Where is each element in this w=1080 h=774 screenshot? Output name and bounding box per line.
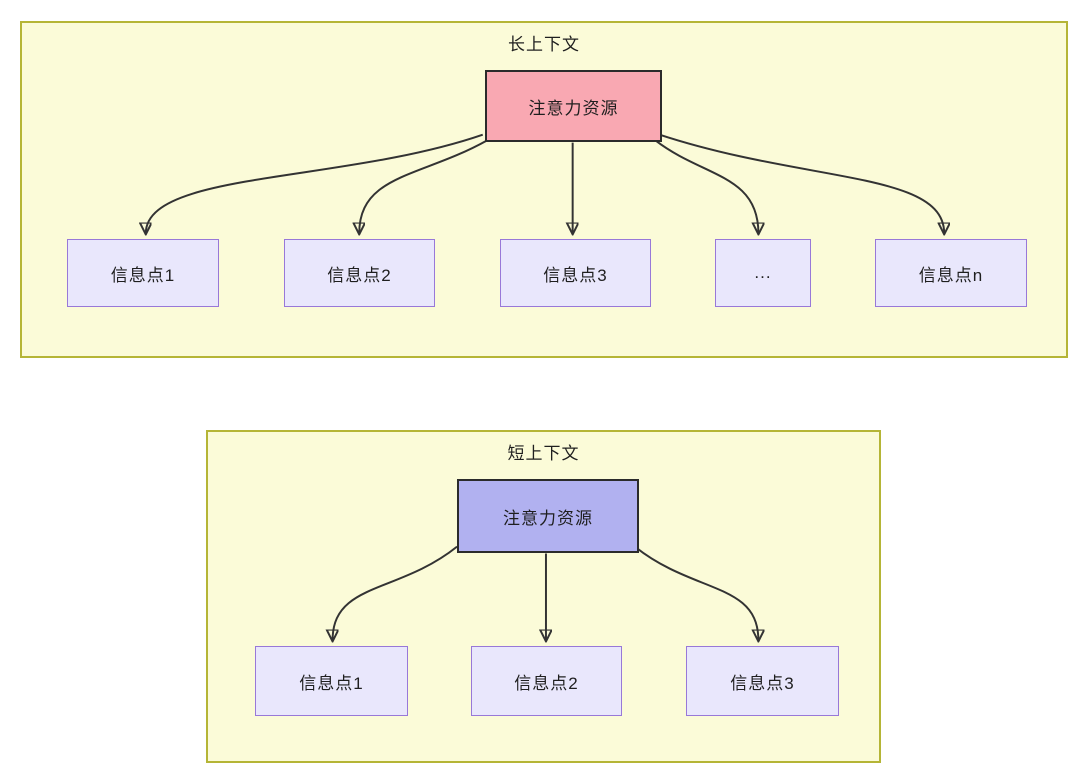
info-node-label: 信息点2 <box>514 673 579 693</box>
info-node-2-long: 信息点2 <box>284 239 435 307</box>
info-node-label: ... <box>754 263 772 282</box>
info-node-label: 信息点1 <box>299 673 364 693</box>
flow-arrow-to-info-n <box>659 133 945 234</box>
info-node-2-short: 信息点2 <box>471 646 622 716</box>
flow-arrow-to-info-2 <box>359 139 488 234</box>
info-node-label: 信息点1 <box>110 265 176 285</box>
info-node-label: 信息点3 <box>730 673 795 693</box>
attention-resource-node-short: 注意力资源 <box>457 479 639 553</box>
short-context-group: 短上下文 注意力资源 信息点1 信息点2 信息点3 <box>206 430 881 763</box>
short-context-title: 短上下文 <box>507 444 580 463</box>
flow-arrow-to-info-ellipsis <box>655 139 759 234</box>
info-node-3-long: 信息点3 <box>500 239 651 307</box>
info-node-label: 信息点n <box>918 265 984 285</box>
long-context-title: 长上下文 <box>508 35 580 54</box>
info-node-label: 信息点2 <box>327 265 392 285</box>
flow-arrow-to-info-1 <box>333 545 458 641</box>
attention-resource-label: 注意力资源 <box>528 98 619 118</box>
long-context-group: 长上下文 注意力资源 信息点1 信息点2 信息点3 ... <box>20 21 1068 358</box>
info-node-3-short: 信息点3 <box>686 646 839 716</box>
info-node-1-long: 信息点1 <box>67 239 219 307</box>
info-node-1-short: 信息点1 <box>255 646 408 716</box>
flow-arrow-to-info-3 <box>634 545 758 641</box>
attention-resource-node-long: 注意力资源 <box>485 70 662 142</box>
attention-resource-label: 注意力资源 <box>503 508 593 528</box>
info-node-n-long: 信息点n <box>875 239 1027 307</box>
info-node-ellipsis-long: ... <box>715 239 811 307</box>
flow-arrow-to-info-1 <box>146 133 484 234</box>
info-node-label: 信息点3 <box>543 265 608 285</box>
